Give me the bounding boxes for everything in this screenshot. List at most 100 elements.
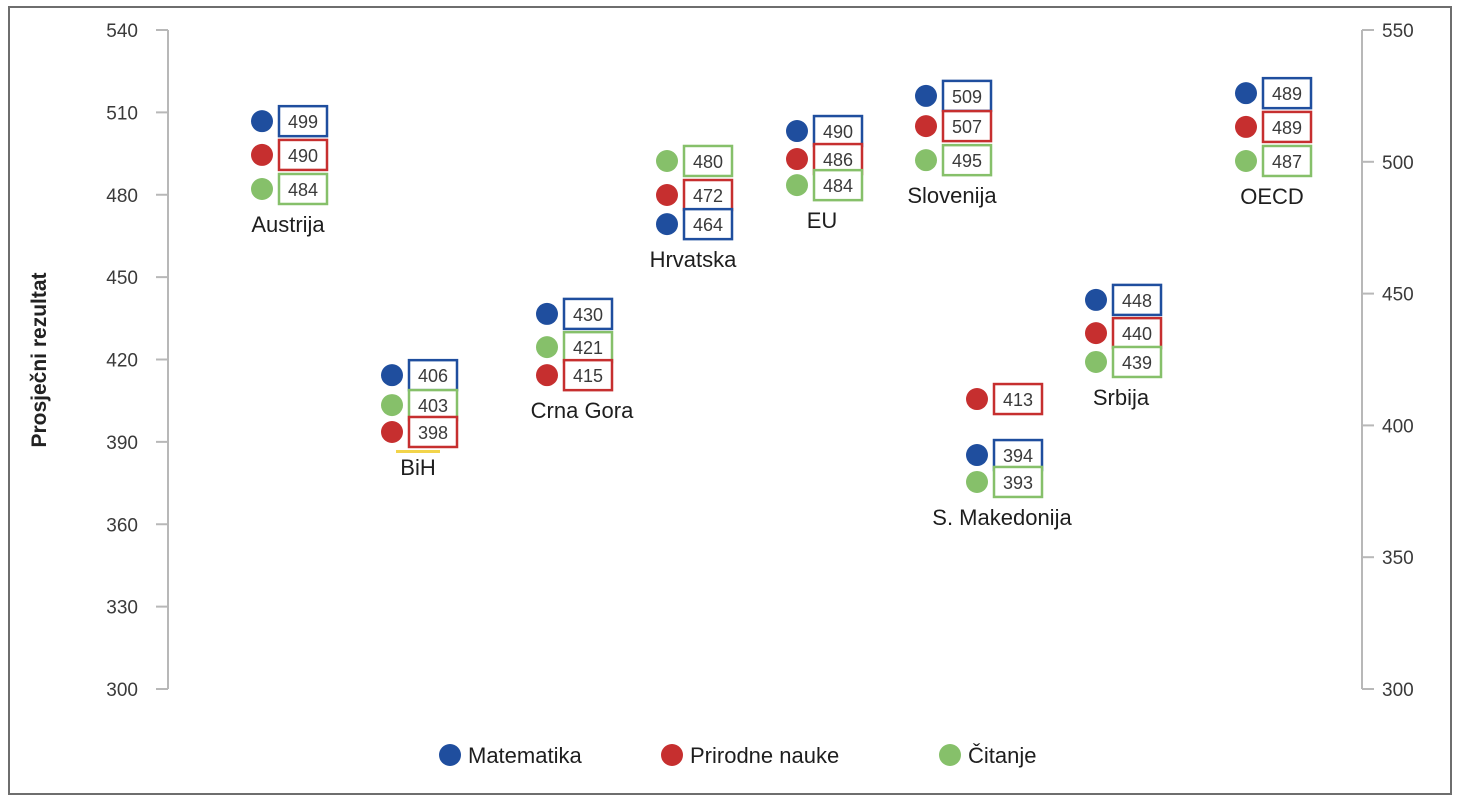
data-label-mat: 464 xyxy=(693,215,723,235)
value-box-cit xyxy=(562,330,614,364)
legend-item-cit: Čitanje xyxy=(939,743,1036,768)
value-box-prir xyxy=(277,138,329,172)
data-point-mat xyxy=(381,364,403,387)
data-label-mat: 499 xyxy=(288,112,318,132)
country-label: Slovenija xyxy=(907,183,997,208)
value-box-cit xyxy=(941,143,993,177)
legend-item-mat: Matematika xyxy=(439,743,582,768)
data-label-cit: 403 xyxy=(418,396,448,416)
data-point-mat xyxy=(536,302,558,325)
legend-label-cit: Čitanje xyxy=(968,743,1036,768)
data-point-mat xyxy=(786,120,808,143)
value-box-mat xyxy=(812,114,864,148)
legend-label-mat: Matematika xyxy=(468,743,582,768)
data-point-cit xyxy=(251,177,273,200)
country-label: OECD xyxy=(1240,184,1304,209)
value-box-mat xyxy=(1111,283,1163,317)
value-box-mat xyxy=(562,297,614,331)
data-point-cit xyxy=(656,149,678,172)
label-highlight xyxy=(396,449,440,453)
data-point-cit xyxy=(381,394,403,417)
chart-frame xyxy=(8,6,1452,795)
value-box-prir xyxy=(1261,110,1313,144)
data-point-cit xyxy=(966,470,988,493)
right-tick-label: 500 xyxy=(1382,153,1414,174)
data-point-mat xyxy=(1235,82,1257,105)
data-point-prir xyxy=(251,143,273,166)
value-box-cit xyxy=(277,172,329,206)
data-label-cit: 393 xyxy=(1003,473,1033,493)
data-label-mat: 394 xyxy=(1003,446,1033,466)
data-label-prir: 413 xyxy=(1003,390,1033,410)
data-point-prir xyxy=(915,115,937,138)
left-tick-label: 540 xyxy=(106,21,138,42)
data-point-prir xyxy=(1085,322,1107,345)
data-point-mat xyxy=(915,84,937,107)
data-point-cit xyxy=(536,336,558,359)
value-box-cit xyxy=(1261,144,1313,178)
data-label-mat: 406 xyxy=(418,366,448,386)
right-tick-label: 400 xyxy=(1382,416,1414,437)
data-point-prir xyxy=(381,420,403,443)
data-label-prir: 472 xyxy=(693,186,723,206)
data-label-cit: 484 xyxy=(823,176,853,196)
legend-item-prir: Prirodne nauke xyxy=(661,743,839,768)
value-box-mat xyxy=(992,438,1044,472)
value-box-prir xyxy=(1111,316,1163,350)
data-label-mat: 430 xyxy=(573,305,603,325)
data-point-prir xyxy=(536,364,558,387)
data-point-cit xyxy=(786,174,808,197)
value-box-prir xyxy=(992,382,1044,416)
value-box-prir xyxy=(562,358,614,392)
data-marks: 499490484Austrija406403398BiH430421415Cr… xyxy=(251,76,1313,530)
value-box-cit xyxy=(992,465,1044,499)
country-label: EU xyxy=(807,208,838,233)
legend-label-prir: Prirodne nauke xyxy=(690,743,839,768)
left-tick-label: 480 xyxy=(106,186,138,207)
country-label: Crna Gora xyxy=(531,398,634,423)
value-box-cit xyxy=(812,168,864,202)
data-point-cit xyxy=(1085,350,1107,373)
left-tick-label: 390 xyxy=(106,433,138,454)
data-label-cit: 439 xyxy=(1122,353,1152,373)
data-label-prir: 398 xyxy=(418,423,448,443)
right-tick-label: 300 xyxy=(1382,680,1414,701)
data-label-prir: 415 xyxy=(573,366,603,386)
data-point-mat xyxy=(656,213,678,236)
data-point-cit xyxy=(915,149,937,172)
value-box-mat xyxy=(682,207,734,241)
legend-marker-prir xyxy=(661,744,683,766)
left-tick-label: 300 xyxy=(106,680,138,701)
country-label: Hrvatska xyxy=(650,247,738,272)
value-box-mat xyxy=(1261,76,1313,110)
left-tick-label: 510 xyxy=(106,103,138,124)
data-point-mat xyxy=(1085,288,1107,311)
data-point-mat xyxy=(966,444,988,467)
left-tick-label: 330 xyxy=(106,598,138,619)
data-label-cit: 495 xyxy=(952,151,982,171)
country-label: Austrija xyxy=(251,212,325,237)
data-label-prir: 486 xyxy=(823,150,853,170)
data-point-prir xyxy=(656,184,678,207)
data-point-cit xyxy=(1235,149,1257,172)
data-point-prir xyxy=(786,148,808,171)
data-label-mat: 490 xyxy=(823,122,853,142)
left-tick-label: 360 xyxy=(106,515,138,536)
legend-marker-cit xyxy=(939,744,961,766)
value-box-cit xyxy=(1111,345,1163,379)
country-label: Srbija xyxy=(1093,385,1150,410)
data-point-prir xyxy=(1235,115,1257,138)
country-group-s-makedonija: 413 394 393 S. Makedonija xyxy=(932,382,1072,530)
data-label-mat: 509 xyxy=(952,87,982,107)
value-box-prir xyxy=(407,415,459,449)
country-label: S. Makedonija xyxy=(932,505,1072,530)
data-point-prir xyxy=(966,388,988,411)
